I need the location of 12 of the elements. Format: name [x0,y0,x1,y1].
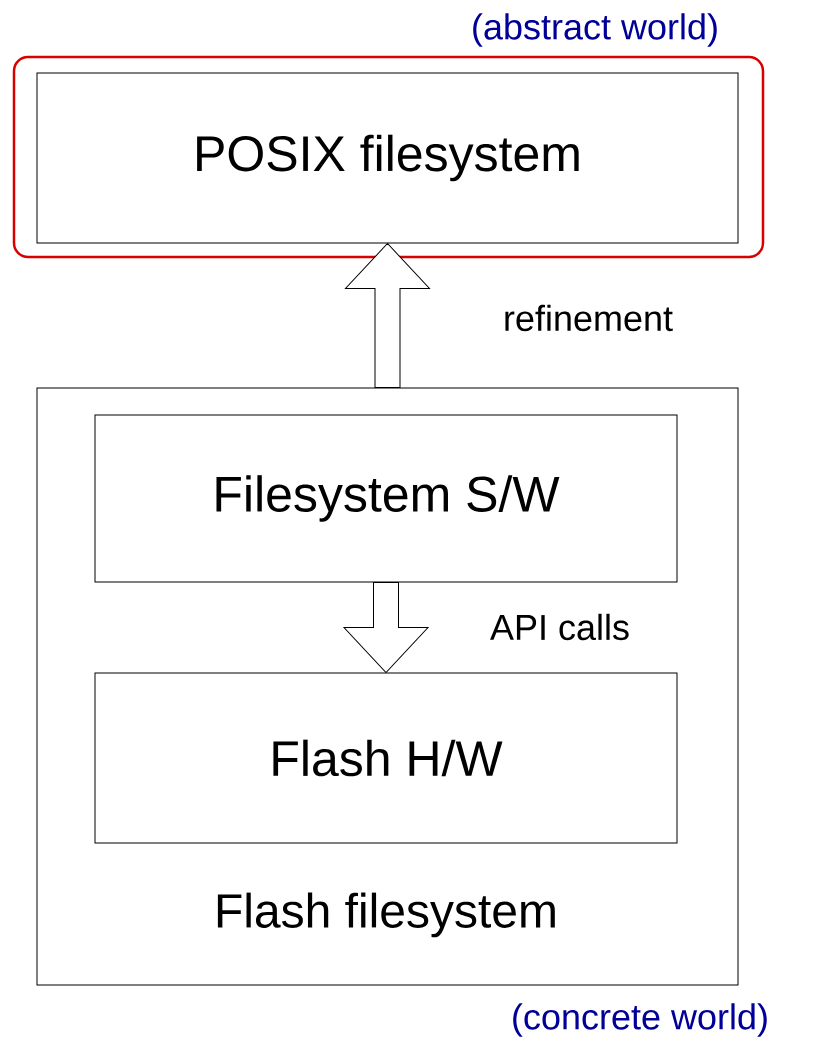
highlight-frame [12,55,765,259]
edge-label: refinement [501,303,675,333]
process-box: Filesystem S/W [94,414,678,583]
block-arrow [345,243,430,388]
block-arrow [343,582,429,673]
container-box [36,387,739,986]
edge-label: API calls [489,612,632,642]
box-label: Flash filesystem [217,892,555,938]
node-label: (concrete world) [513,1003,767,1037]
process-box: POSIX filesystem [36,72,739,244]
process-box: Flash H/W [94,672,678,844]
heading: (abstract world) [473,13,717,47]
